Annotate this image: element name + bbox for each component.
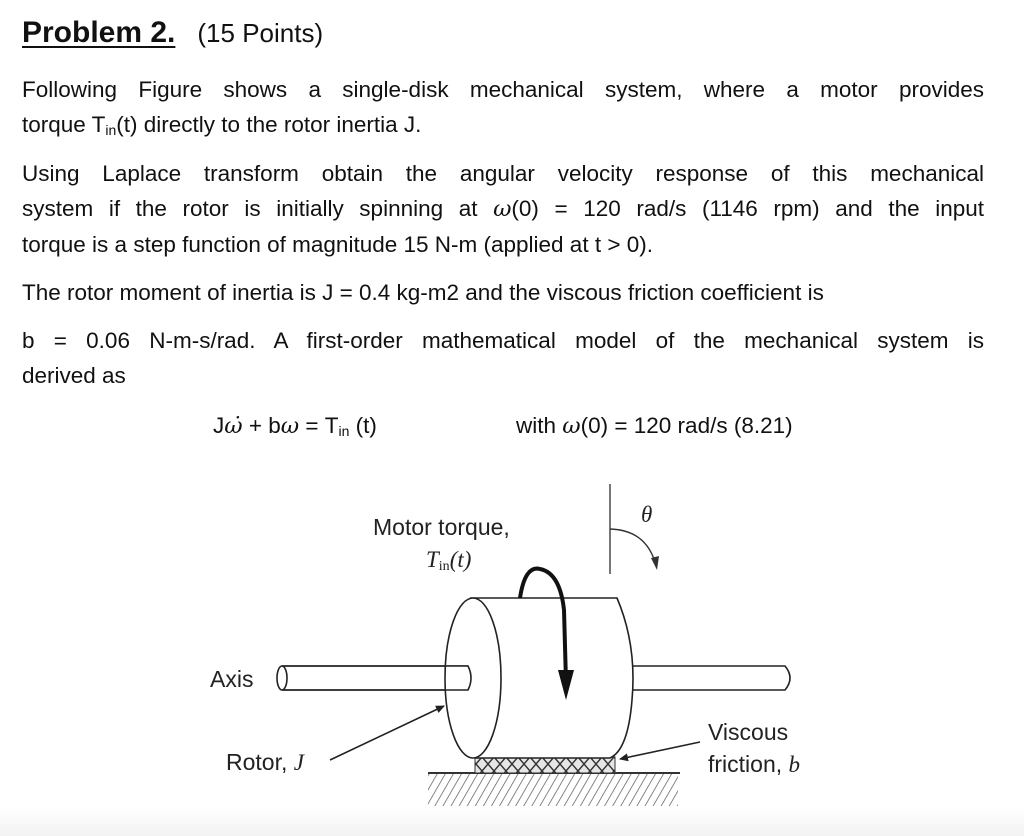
mechanical-system-figure: Motor torque, Tin(t) θ Axis Rotor, J Vis… xyxy=(200,470,840,810)
paragraph-intro-line-1: Following Figure shows a single-disk mec… xyxy=(22,77,984,102)
paragraph-task: Using Laplace transform obtain the angul… xyxy=(22,156,984,262)
text: (0) = 120 rad/s (1146 rpm) and the input xyxy=(511,196,984,221)
rotor-text: Rotor, xyxy=(226,749,294,775)
viscous-label-line-2: friction, b xyxy=(708,750,800,779)
tin-t: (t) xyxy=(449,547,472,572)
eq-J: J xyxy=(213,413,225,438)
friction-text: friction, xyxy=(708,751,789,777)
rotor-symbol: J xyxy=(293,750,304,775)
torque-arrow-icon xyxy=(518,566,574,700)
subscript: in xyxy=(105,122,117,138)
bottom-fade xyxy=(0,808,1024,836)
rotor-label: Rotor, J xyxy=(226,748,304,777)
paragraph-intro-line-2: torque Tin(t) directly to the rotor iner… xyxy=(22,107,984,148)
omega-symbol: ω xyxy=(280,413,300,439)
paragraph-inertia-line-1: The rotor moment of inertia is J = 0.4 k… xyxy=(22,280,824,305)
problem-points: (15 Points) xyxy=(197,18,324,48)
problem-title: Problem 2. xyxy=(22,16,176,49)
ground-hatch xyxy=(428,772,680,806)
friction-symbol: b xyxy=(788,752,801,777)
text: torque T xyxy=(22,112,106,137)
paragraph-friction-line-1: b = 0.06 N-m-s/rad. A first-order mathem… xyxy=(22,328,984,353)
eq-T: = T xyxy=(299,413,339,438)
tin-T: T xyxy=(426,547,439,572)
eq-initial-value: (0) = 120 rad/s (8.21) xyxy=(580,413,793,438)
eq-with: with xyxy=(516,413,563,438)
eq-t: (t) xyxy=(349,413,377,438)
equation-model: Jω̇ + bω = Tin (t) xyxy=(213,408,377,449)
problem-heading: Problem 2. (15 Points) xyxy=(22,13,323,53)
omega-symbol: ω xyxy=(562,413,581,439)
equation-initial-condition: with ω(0) = 120 rad/s (8.21) xyxy=(516,408,793,444)
paragraph-task-line-2: system if the rotor is initially spinnin… xyxy=(22,191,984,227)
paragraph-intro: Following Figure shows a single-disk mec… xyxy=(22,72,984,148)
rotor-leader-arrow xyxy=(329,705,445,761)
viscous-label-line-1: Viscous xyxy=(708,719,789,745)
right-shaft xyxy=(610,665,791,691)
theta-label: θ xyxy=(641,500,652,529)
omega-dot-symbol: ω̇ xyxy=(224,413,243,439)
paragraph-friction-line-2: derived as xyxy=(22,363,126,388)
rotor-cylinder xyxy=(282,597,634,759)
omega-symbol: ω xyxy=(493,196,512,222)
tin-sub: in xyxy=(438,559,450,574)
axis-label: Axis xyxy=(210,666,254,692)
left-shaft xyxy=(276,665,471,691)
theta-reference-icon xyxy=(609,484,659,574)
friction-leader-arrow xyxy=(619,741,701,762)
paragraph-inertia: The rotor moment of inertia is J = 0.4 k… xyxy=(22,275,984,310)
motor-torque-label: Motor torque, xyxy=(373,514,510,540)
text: (t) directly to the rotor inertia J. xyxy=(116,112,422,137)
paragraph-task-line-3: torque is a step function of magnitude 1… xyxy=(22,232,653,257)
paragraph-task-line-1: Using Laplace transform obtain the angul… xyxy=(22,161,984,186)
viscous-friction-layer xyxy=(474,756,616,774)
tin-label: Tin(t) xyxy=(426,545,471,581)
paragraph-friction: b = 0.06 N-m-s/rad. A first-order mathem… xyxy=(22,323,984,393)
rotor-diagram-svg xyxy=(276,484,791,806)
eq-plus-b: + b xyxy=(242,413,281,438)
theta-symbol: θ xyxy=(641,502,653,527)
text: system if the rotor is initially spinnin… xyxy=(22,196,494,221)
subscript: in xyxy=(338,423,350,439)
